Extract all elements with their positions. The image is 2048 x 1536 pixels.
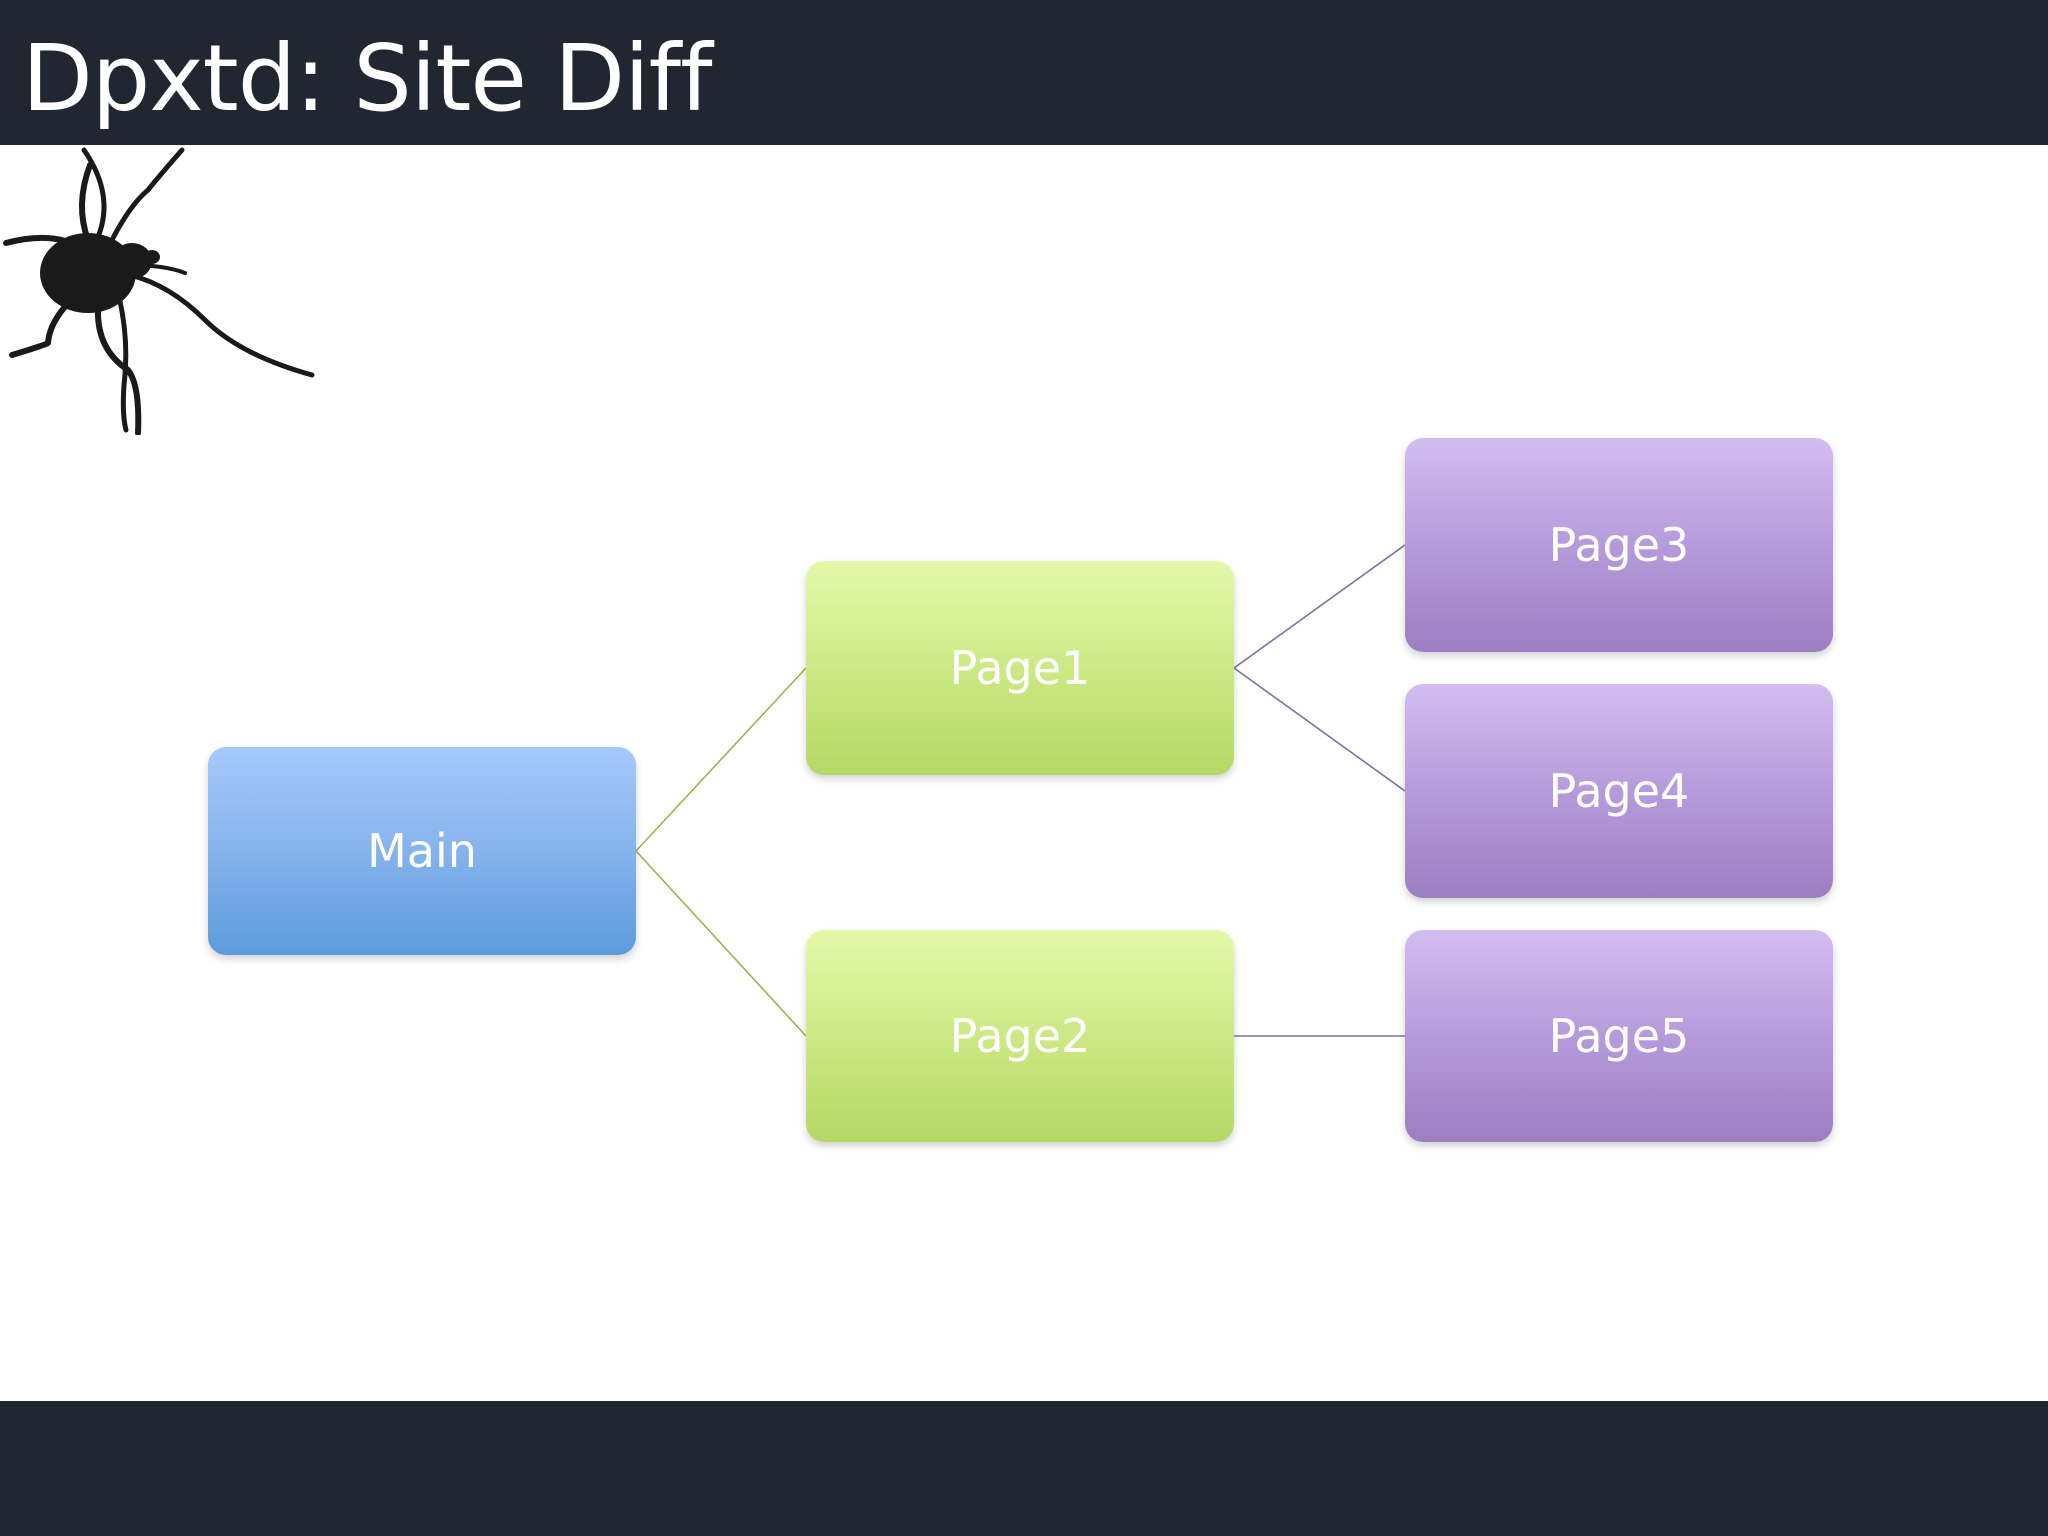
footer-bar — [0, 1401, 2048, 1536]
node-page4: Page4 — [1405, 684, 1833, 898]
node-page3: Page3 — [1405, 438, 1833, 652]
edge-page1-page4 — [1233, 667, 1406, 792]
node-page3-label: Page3 — [1548, 518, 1690, 572]
node-main: Main — [208, 747, 636, 955]
node-page5-label: Page5 — [1548, 1009, 1690, 1063]
node-page4-label: Page4 — [1548, 764, 1690, 818]
node-main-label: Main — [367, 824, 477, 878]
site-tree-diagram: Main Page1 Page2 Page3 Page4 Page5 — [0, 145, 2048, 1401]
slide-title: Dpxtd: Site Diff — [22, 25, 712, 132]
node-page5: Page5 — [1405, 930, 1833, 1142]
node-page2: Page2 — [806, 930, 1234, 1142]
node-page1-label: Page1 — [949, 641, 1091, 695]
edge-main-page2 — [635, 850, 807, 1037]
connector-layer — [635, 544, 1406, 1037]
node-page2-label: Page2 — [949, 1009, 1091, 1063]
edge-page1-page3 — [1233, 544, 1406, 669]
node-page1: Page1 — [806, 561, 1234, 775]
edge-main-page1 — [635, 667, 807, 852]
title-bar: Dpxtd: Site Diff — [0, 0, 2048, 145]
